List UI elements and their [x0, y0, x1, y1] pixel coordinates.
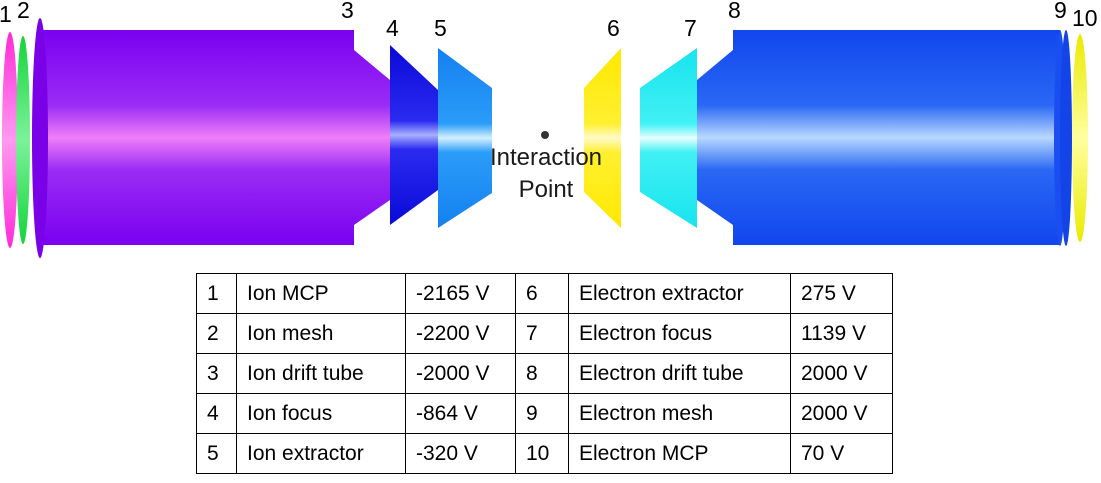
element-number: 4: [196, 393, 237, 434]
ion-mesh-disc: [16, 36, 30, 244]
label-5: 5: [434, 15, 447, 41]
element-number: 7: [515, 313, 569, 354]
label-9: 9: [1054, 0, 1067, 23]
element-number: 8: [515, 353, 569, 394]
label-3: 3: [341, 0, 354, 23]
ion-mcp-disc: [2, 32, 18, 248]
interaction-point-dot: [541, 131, 549, 139]
table-row: 4 Ion focus -864 V 9 Electron mesh 2000 …: [196, 393, 893, 434]
element-name: Electron mesh: [568, 393, 791, 434]
ion-drift-tube: [40, 30, 390, 245]
spectrometer-diagram: 1 2 3 4 5 6 7 8 9 10 Interaction Point: [0, 0, 1098, 258]
electron-drift-tube: [697, 30, 1060, 245]
label-1: 1: [0, 1, 12, 27]
element-number: 10: [515, 433, 569, 474]
label-4: 4: [386, 15, 399, 41]
element-voltage: -2165 V: [405, 273, 516, 314]
ion-extractor-electrode: [438, 48, 492, 228]
element-number: 1: [196, 273, 237, 314]
table-row: 3 Ion drift tube -2000 V 8 Electron drif…: [196, 353, 893, 394]
element-name: Electron extractor: [568, 273, 791, 314]
element-voltage: -864 V: [405, 393, 516, 434]
label-10: 10: [1072, 5, 1098, 31]
element-name: Electron focus: [568, 313, 791, 354]
element-number: 2: [196, 313, 237, 354]
element-name: Ion mesh: [236, 313, 406, 354]
element-name: Ion MCP: [236, 273, 406, 314]
element-voltage: -320 V: [405, 433, 516, 474]
element-name: Electron MCP: [568, 433, 791, 474]
element-name: Ion extractor: [236, 433, 406, 474]
element-number: 5: [196, 433, 237, 474]
electron-extractor-electrode: [584, 48, 621, 228]
element-number: 9: [515, 393, 569, 434]
electron-mesh-disc: [1060, 30, 1072, 246]
element-number: 3: [196, 353, 237, 394]
element-name: Ion drift tube: [236, 353, 406, 394]
label-2: 2: [17, 0, 30, 23]
element-voltage: 70 V: [790, 433, 893, 474]
element-voltage: -2200 V: [405, 313, 516, 354]
element-voltage: -2000 V: [405, 353, 516, 394]
ion-focus-electrode: [390, 45, 438, 225]
voltage-table: 1 Ion MCP -2165 V 6 Electron extractor 2…: [196, 273, 893, 474]
label-6: 6: [607, 15, 620, 41]
label-8: 8: [728, 0, 741, 23]
element-voltage: 2000 V: [790, 353, 893, 394]
element-voltage: 2000 V: [790, 393, 893, 434]
label-7: 7: [684, 15, 697, 41]
element-voltage: 1139 V: [790, 313, 893, 354]
electron-mcp-disc: [1072, 34, 1088, 242]
table-row: 5 Ion extractor -320 V 10 Electron MCP 7…: [196, 433, 893, 474]
element-name: Electron drift tube: [568, 353, 791, 394]
interaction-point-label-line2: Point: [519, 176, 574, 203]
element-name: Ion focus: [236, 393, 406, 434]
ion-drift-tube-flange: [32, 18, 48, 258]
element-voltage: 275 V: [790, 273, 893, 314]
element-number: 6: [515, 273, 569, 314]
interaction-point-label-line1: Interaction: [490, 144, 602, 171]
table-row: 1 Ion MCP -2165 V 6 Electron extractor 2…: [196, 273, 893, 314]
table-row: 2 Ion mesh -2200 V 7 Electron focus 1139…: [196, 313, 893, 354]
electron-focus-electrode: [640, 48, 697, 228]
